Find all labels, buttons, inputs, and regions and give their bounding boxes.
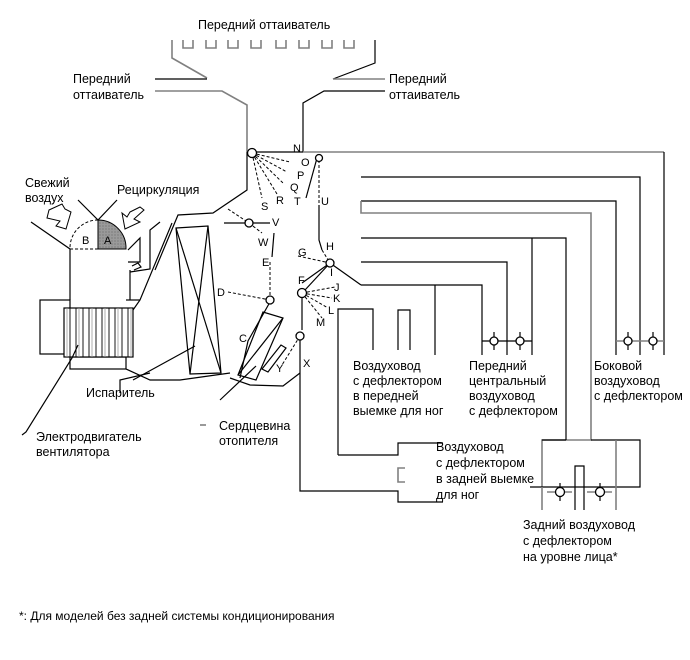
rear-face-duct: [541, 439, 617, 510]
side-duct-valves: [616, 332, 664, 350]
damper-label-b: B: [82, 235, 89, 247]
rear-face-duct-label-1: Задний воздуховод: [523, 518, 636, 532]
damper-label-h: H: [326, 241, 334, 253]
damper-label-r: R: [276, 195, 284, 207]
damper-letter-labels: A B C D E F G H I J K L M N O P Q R S T …: [82, 143, 341, 375]
damper-label-g: G: [298, 247, 307, 259]
side-duct-label-1: Боковой: [594, 359, 642, 373]
damper-label-o: O: [301, 157, 310, 169]
front-foot-duct-label-4: выемке для ног: [353, 404, 444, 418]
rear-face-duct-label-3: на уровне лица*: [523, 550, 618, 564]
heater-core-label-1: Сердцевина: [219, 419, 290, 433]
damper-label-a: A: [104, 235, 112, 247]
damper-label-s: S: [261, 201, 268, 213]
damper-label-x: X: [303, 358, 311, 370]
damper-label-v: V: [272, 217, 280, 229]
front-foot-duct-label-3: в передней: [353, 389, 419, 403]
fresh-air-door-b: [69, 219, 99, 250]
evaporator: [125, 225, 231, 381]
damper-label-l: L: [328, 305, 334, 317]
front-defroster-right-label-2: оттаиватель: [389, 88, 460, 102]
damper-label-n: N: [293, 143, 301, 155]
front-defroster-right-label-1: Передний: [389, 72, 447, 86]
recirc-door-a: [97, 219, 127, 250]
front-center-duct-label-1: Передний: [469, 359, 527, 373]
recirculation-arrow-icon: [121, 206, 145, 230]
blower-motor: [39, 222, 173, 370]
front-center-duct-label-4: с дефлектором: [469, 404, 558, 418]
fresh-air-label-2: воздух: [25, 191, 64, 205]
defroster-vent-slots: [182, 40, 355, 49]
front-defroster-outlets: [171, 40, 376, 80]
right-defroster-duct: [302, 90, 385, 152]
damper-label-f: F: [298, 275, 305, 287]
left-defroster-duct: [155, 90, 248, 152]
leader-lines: [21, 344, 206, 436]
blower-motor-label-2: вентилятора: [36, 445, 110, 459]
dampers: [224, 147, 362, 371]
damper-label-q: Q: [290, 182, 299, 194]
component-labels: Передний оттаиватель Передний оттаивател…: [25, 18, 683, 564]
front-defroster-left-label-1: Передний: [73, 72, 131, 86]
recirculation-label: Рециркуляция: [117, 183, 199, 197]
heater-core-label-2: отопителя: [219, 434, 278, 448]
rear-foot-duct-label-1: Воздуховод: [436, 440, 504, 454]
side-duct-label-3: с дефлектором: [594, 389, 683, 403]
rear-face-duct-label-2: с дефлектором: [523, 534, 612, 548]
damper-label-e: E: [262, 257, 269, 269]
damper-label-i: I: [330, 267, 333, 279]
front-center-duct-label-3: воздуховод: [469, 389, 536, 403]
damper-label-y: Y: [276, 363, 284, 375]
damper-label-d: D: [217, 287, 225, 299]
side-duct-label-2: воздуховод: [594, 374, 661, 388]
rear-foot-duct-label-3: в задней выемке: [436, 472, 534, 486]
air-intake: [30, 199, 161, 300]
rear-foot-duct: [299, 371, 443, 503]
front-foot-ducts: [337, 308, 443, 483]
damper-label-c: C: [239, 333, 247, 345]
blower-motor-label-1: Электродвигатель: [36, 430, 142, 444]
damper-label-w: W: [258, 237, 269, 249]
center-duct-valves: [482, 332, 532, 350]
damper-label-m: M: [316, 317, 325, 329]
fresh-air-arrow-icon: [46, 203, 72, 230]
left-defroster-duct-lower: [154, 152, 248, 271]
front-foot-duct-label-1: Воздуховод: [353, 359, 421, 373]
damper-label-j: J: [334, 282, 340, 294]
front-foot-duct-label-2: с дефлектором: [353, 374, 442, 388]
front-defroster-left-label-2: оттаиватель: [73, 88, 144, 102]
rear-foot-duct-label-2: с дефлектором: [436, 456, 525, 470]
damper-label-k: K: [333, 293, 341, 305]
front-defroster-top-label: Передний оттаиватель: [198, 18, 330, 32]
vent-ducts: [303, 151, 665, 488]
heater-core: [219, 301, 301, 401]
front-center-duct-label-2: центральный: [469, 374, 546, 388]
fresh-air-label-1: Свежий: [25, 176, 70, 190]
footnote: *: Для моделей без задней системы кондиц…: [19, 609, 335, 623]
damper-label-p: P: [297, 170, 304, 182]
damper-label-t: T: [294, 196, 301, 208]
damper-label-u: U: [321, 196, 329, 208]
evaporator-label: Испаритель: [86, 386, 155, 400]
rear-foot-duct-label-4: для ног: [436, 488, 480, 502]
